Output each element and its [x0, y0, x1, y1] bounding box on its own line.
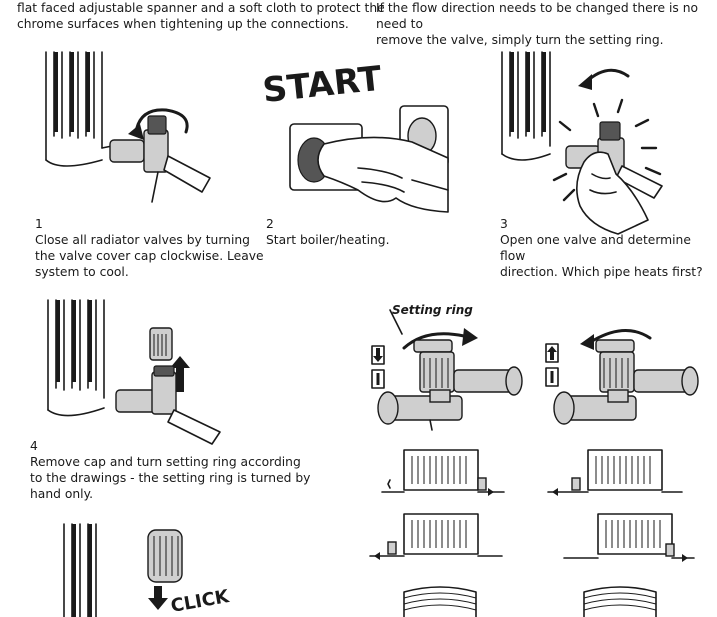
pressing-hand — [317, 136, 449, 213]
radiator-columns — [47, 299, 105, 417]
valve-right — [553, 329, 699, 425]
turning-hand — [576, 151, 649, 235]
schematic-radiator — [563, 513, 695, 562]
schematic-radiator — [381, 449, 505, 496]
intro-left-text: flat faced adjustable spanner and a soft… — [17, 1, 385, 31]
step4-text: Remove cap and turn setting ring accordi… — [30, 455, 311, 501]
click-label: CLICK — [169, 586, 231, 617]
step2-text: Start boiler/heating. — [266, 233, 390, 247]
radiator-columns — [63, 523, 97, 617]
step3-text: Open one valve and determine flow direct… — [500, 233, 703, 279]
anticlockwise-arrow-icon — [578, 68, 630, 90]
setting-ring-diagram: Setting ring — [371, 303, 699, 431]
down-arrow-icon — [148, 586, 168, 610]
step3-number: 3 — [500, 217, 508, 231]
flow-direction-down-icon — [371, 345, 385, 389]
radiator-schematics — [369, 449, 695, 617]
step3-illustration — [501, 51, 663, 235]
schematic-towel-radiator — [583, 586, 657, 617]
step1-illustration — [45, 51, 211, 203]
step5-illustration: CLICK — [63, 523, 232, 617]
valve — [109, 115, 211, 203]
valve — [115, 365, 221, 445]
step1-number: 1 — [35, 217, 43, 231]
start-label: START — [261, 59, 385, 111]
thermostat-head — [147, 529, 183, 583]
step4-number: 4 — [30, 439, 38, 453]
valve-cap — [149, 327, 173, 361]
intro-right-text: If the flow direction needs to be change… — [376, 1, 699, 47]
step4-illustration — [47, 299, 221, 445]
heat-rays — [552, 98, 662, 202]
valve-left — [377, 328, 523, 431]
step2-illustration: START — [261, 59, 449, 213]
schematic-towel-radiator — [403, 586, 477, 617]
schematic-radiator — [369, 513, 503, 560]
up-arrow-icon — [170, 356, 190, 392]
schematic-radiator — [547, 449, 683, 496]
setting-ring-label: Setting ring — [392, 303, 473, 317]
radiator-columns — [501, 51, 551, 161]
clockwise-arrow-icon — [128, 108, 189, 140]
step2-number: 2 — [266, 217, 274, 231]
radiator-columns — [45, 51, 103, 167]
step1-text: Close all radiator valves by turning the… — [35, 233, 264, 279]
flow-direction-up-icon — [545, 343, 559, 387]
